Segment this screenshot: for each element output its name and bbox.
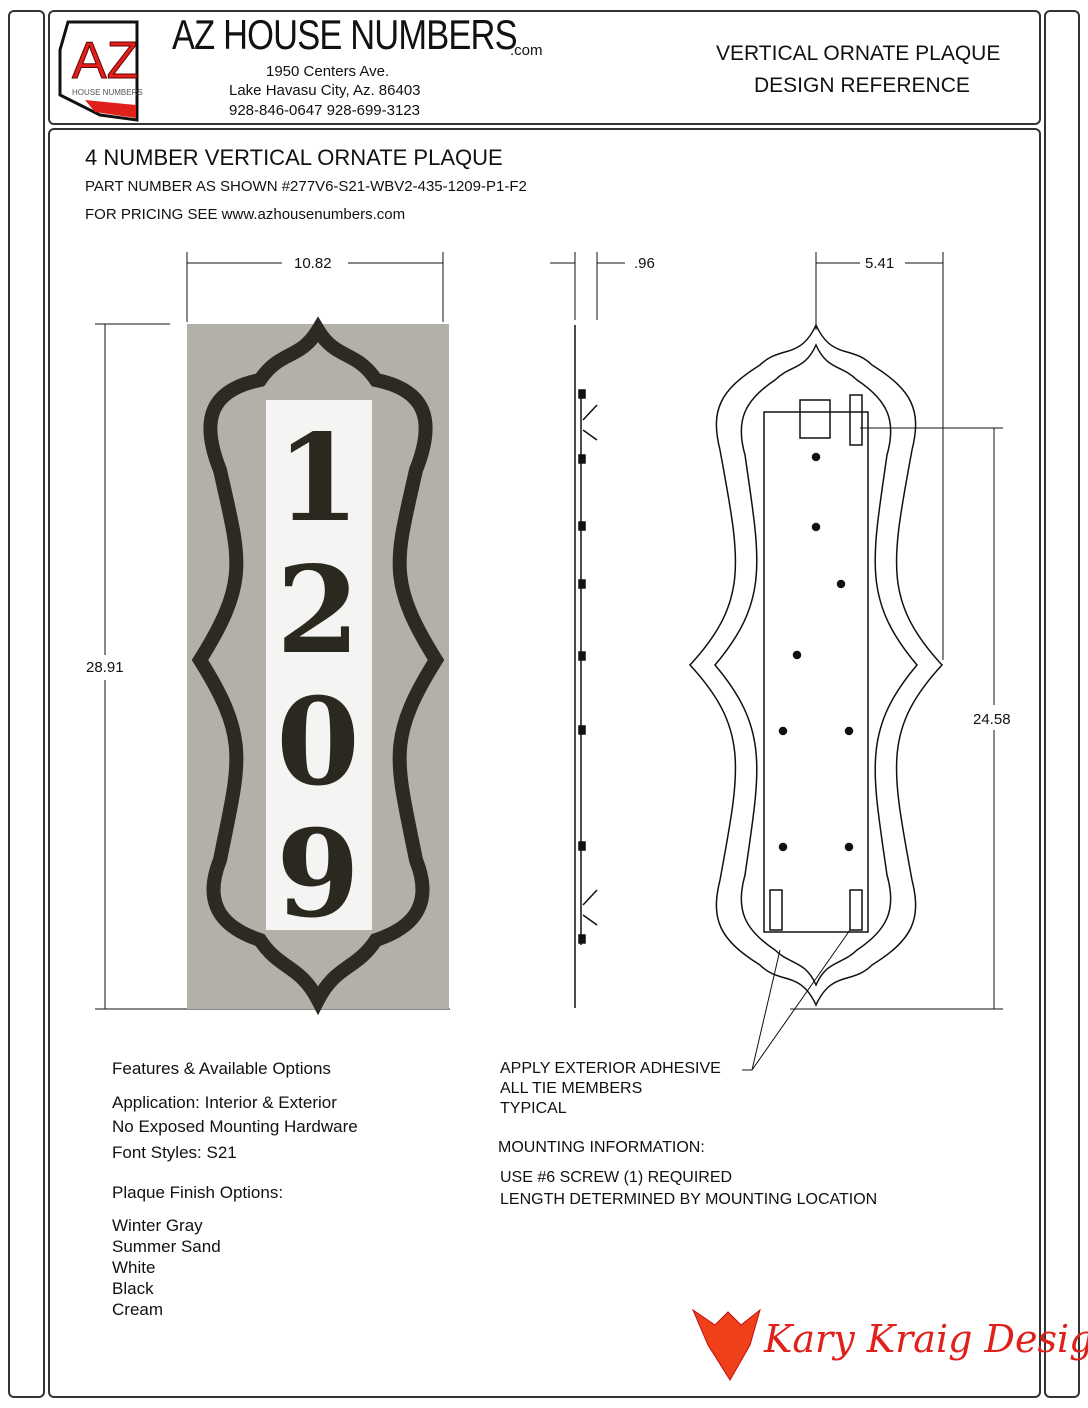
features-heading: Features & Available Options: [112, 1059, 331, 1078]
finish-item: Black: [112, 1279, 154, 1298]
az-logo: AZ HOUSE NUMBERS: [58, 20, 143, 122]
dim-height: 28.91: [86, 659, 124, 676]
dim-width: 10.82: [294, 255, 332, 272]
designer-name: Kary Kraig Design: [763, 1317, 1088, 1361]
doc-title-line2: DESIGN REFERENCE: [754, 74, 970, 97]
company-suffix: .com: [510, 42, 543, 59]
product-title: 4 NUMBER VERTICAL ORNATE PLAQUE: [85, 145, 503, 170]
finish-item: Winter Gray: [112, 1216, 203, 1235]
feature-item: Font Styles: S21: [112, 1143, 237, 1162]
back-view-drawing: [688, 323, 944, 1007]
address-line1: 1950 Centers Ave.: [266, 63, 390, 80]
dimension-lines: [95, 252, 1003, 1071]
finish-heading: Plaque Finish Options:: [112, 1183, 284, 1202]
header-box: [48, 10, 1041, 125]
mounting-note: USE #6 SCREW (1) REQUIRED: [500, 1169, 733, 1186]
adhesive-note: TYPICAL: [500, 1100, 567, 1117]
finish-item: White: [112, 1258, 156, 1277]
company-name: AZ HOUSE NUMBERS: [172, 11, 518, 58]
mounting-heading: MOUNTING INFORMATION:: [498, 1139, 705, 1156]
mounting-note: LENGTH DETERMINED BY MOUNTING LOCATION: [500, 1191, 878, 1208]
digit-1: 1: [276, 408, 360, 549]
side-view-drawing: [574, 325, 598, 1008]
feature-item: No Exposed Mounting Hardware: [112, 1117, 358, 1136]
adhesive-note: ALL TIE MEMBERS: [500, 1080, 643, 1097]
main-box: [48, 128, 1041, 1398]
digit-4: 9: [276, 804, 360, 945]
adhesive-note: APPLY EXTERIOR ADHESIVE: [500, 1060, 721, 1077]
dim-half-width: 5.41: [865, 255, 895, 272]
phone-numbers: 928-846-0647 928-699-3123: [229, 102, 420, 119]
kary-kraig-design-logo: Kary Kraig Design: [691, 1308, 1088, 1381]
dim-mount-spacing: 24.58: [973, 711, 1011, 728]
dim-depth: .96: [634, 255, 655, 272]
address-line2: Lake Havasu City, Az. 86403: [229, 82, 421, 99]
finish-item: Cream: [112, 1300, 164, 1319]
plaque-photo: 1 2 0 9: [187, 316, 449, 1016]
svg-text:AZ: AZ: [72, 32, 138, 90]
part-number: PART NUMBER AS SHOWN #277V6-S21-WBV2-435…: [85, 178, 527, 195]
pricing-note: FOR PRICING SEE www.azhousenumbers.com: [85, 206, 406, 223]
feature-item: Application: Interior & Exterior: [112, 1093, 337, 1112]
digit-2: 2: [276, 540, 360, 681]
doc-title-line1: VERTICAL ORNATE PLAQUE: [716, 42, 1001, 65]
left-border-strip: [8, 10, 45, 1398]
svg-text:HOUSE NUMBERS: HOUSE NUMBERS: [72, 88, 143, 97]
digit-3: 0: [276, 672, 360, 813]
finish-item: Summer Sand: [112, 1237, 221, 1256]
right-border-strip: [1044, 10, 1080, 1398]
